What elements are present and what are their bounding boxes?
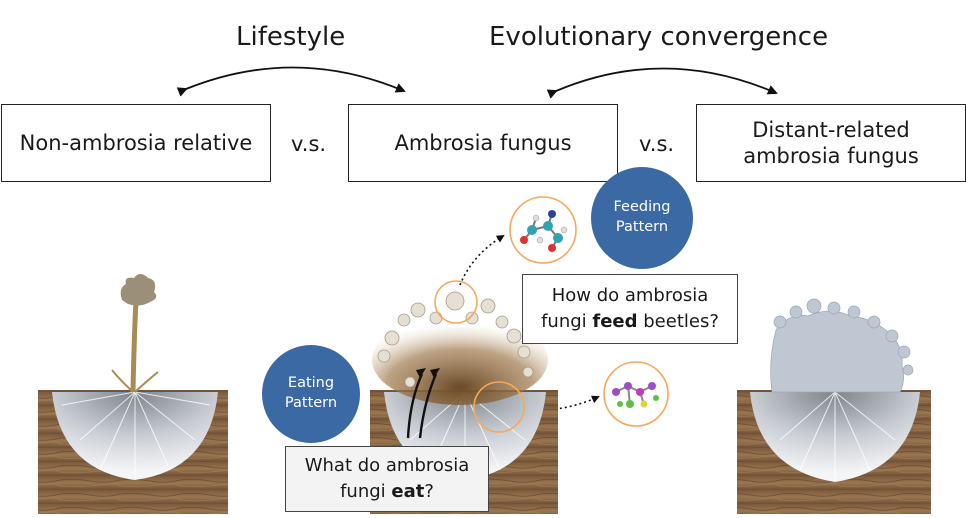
feed-question-box: How do ambrosia fungi feed beetles? <box>522 274 738 344</box>
wood-block-right <box>737 390 931 514</box>
nutrient-molecule-bottom <box>612 382 659 408</box>
evolutionary-convergence-heading: Evolutionary convergence <box>489 22 829 52</box>
convergence-arrow <box>546 67 778 99</box>
lifestyle-heading: Lifestyle <box>236 22 346 52</box>
molecule-circle-bottom <box>603 361 669 427</box>
nutrient-molecule-top <box>520 210 568 252</box>
dotted-arrow-up <box>459 234 505 286</box>
vs-label-right: v.s. <box>639 132 675 156</box>
non-ambrosia-fungus-illustration <box>111 274 159 393</box>
highlight-circle-top <box>434 280 478 324</box>
eat-question-box: What do ambrosia fungi eat? <box>285 446 489 512</box>
ambrosia-fungus-box: Ambrosia fungus <box>348 104 618 182</box>
highlight-circle-bottom <box>473 381 525 433</box>
wood-block-left <box>38 390 228 514</box>
ambrosia-fungus-label: Ambrosia fungus <box>394 130 572 155</box>
distant-ambrosia-fungus-illustration <box>770 298 914 393</box>
non-ambrosia-label: Non-ambrosia relative <box>19 130 253 155</box>
lifestyle-arrow <box>176 66 406 97</box>
non-ambrosia-relative-box: Non-ambrosia relative <box>1 104 271 182</box>
molecule-circle-top <box>509 196 577 264</box>
vs-label-left: v.s. <box>291 132 327 156</box>
